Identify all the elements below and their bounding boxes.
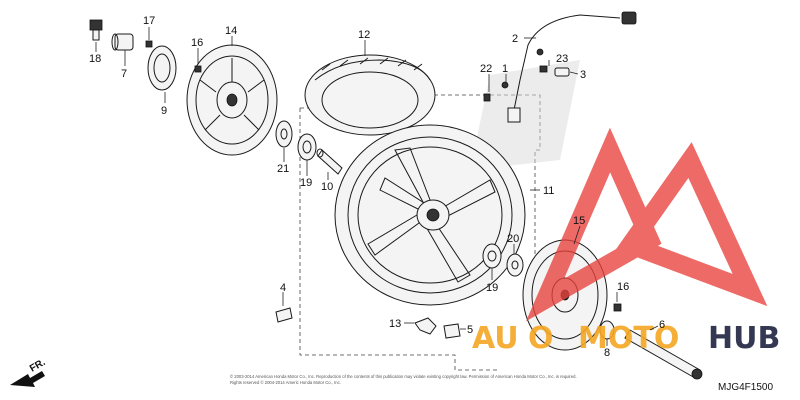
callout-19-lower: 19 xyxy=(486,282,498,294)
callout-8: 8 xyxy=(604,347,610,359)
copyright-line-1: © 2003-2014 American Honda Motor Co., In… xyxy=(230,374,577,379)
bolt-23 xyxy=(539,65,548,73)
callout-2: 2 xyxy=(512,33,518,45)
callout-6: 6 xyxy=(659,319,665,331)
callout-13: 13 xyxy=(389,318,401,330)
distance-collar xyxy=(316,148,343,175)
wheel-rim xyxy=(334,124,526,306)
watermark-moto: MOTO xyxy=(578,321,679,356)
callout-19-upper: 19 xyxy=(300,177,312,189)
watermark-hub: HUB xyxy=(708,321,780,356)
callout-17: 17 xyxy=(143,15,155,27)
leader-lines xyxy=(95,27,659,346)
callout-16-upper: 16 xyxy=(191,37,203,49)
diagram-code: MJG4F1500 xyxy=(718,382,773,393)
callout-21: 21 xyxy=(277,163,289,175)
pulser-ring xyxy=(147,45,177,91)
callout-18: 18 xyxy=(89,53,101,65)
watermark-o: O xyxy=(528,321,554,356)
valve-4 xyxy=(275,307,293,323)
callout-14: 14 xyxy=(225,25,237,37)
callout-9: 9 xyxy=(161,105,167,117)
bearing-19-upper xyxy=(297,133,317,161)
tire xyxy=(304,54,436,136)
callout-3: 3 xyxy=(580,69,586,81)
sensor-shade xyxy=(470,60,580,170)
bearing-21 xyxy=(275,120,293,148)
bearing-20 xyxy=(506,253,524,277)
callout-10: 10 xyxy=(321,181,333,193)
callout-22: 22 xyxy=(480,63,492,75)
bolt-16-upper xyxy=(194,65,202,73)
callout-1: 1 xyxy=(502,63,508,75)
callout-11: 11 xyxy=(543,185,554,197)
callout-23: 23 xyxy=(556,53,568,65)
collar xyxy=(111,33,134,51)
callout-20: 20 xyxy=(507,233,519,245)
bolt-17 xyxy=(145,40,153,48)
bolt-22 xyxy=(483,93,491,102)
bolt-16-lower xyxy=(613,303,622,312)
callout-5: 5 xyxy=(467,324,473,336)
callout-7: 7 xyxy=(121,68,127,80)
watermark-text: AU O MOTO HUB xyxy=(472,321,780,356)
callout-16-lower: 16 xyxy=(617,281,629,293)
callout-numbers: 18 17 7 9 16 14 12 2 22 1 23 3 21 19 10 … xyxy=(89,15,665,359)
valve-5 xyxy=(443,323,461,339)
direction-label: FR. xyxy=(28,357,48,375)
bearing-19-lower xyxy=(482,243,502,269)
valve-13 xyxy=(414,317,437,335)
brake-disc-left xyxy=(186,44,278,156)
axle-6 xyxy=(624,329,703,380)
copyright-line-2: Rights reserved © 2004-2014 Americ Honda… xyxy=(230,380,341,385)
forward-arrow: FR. xyxy=(10,357,48,387)
callout-4: 4 xyxy=(280,282,286,294)
callout-15: 15 xyxy=(573,215,585,227)
clamp-3 xyxy=(554,67,570,77)
watermark-au: AU xyxy=(472,321,519,356)
wheel-speed-sensor xyxy=(501,11,637,123)
watermark-logo xyxy=(525,127,768,322)
callout-12: 12 xyxy=(358,29,370,41)
bolt-18 xyxy=(89,19,103,41)
